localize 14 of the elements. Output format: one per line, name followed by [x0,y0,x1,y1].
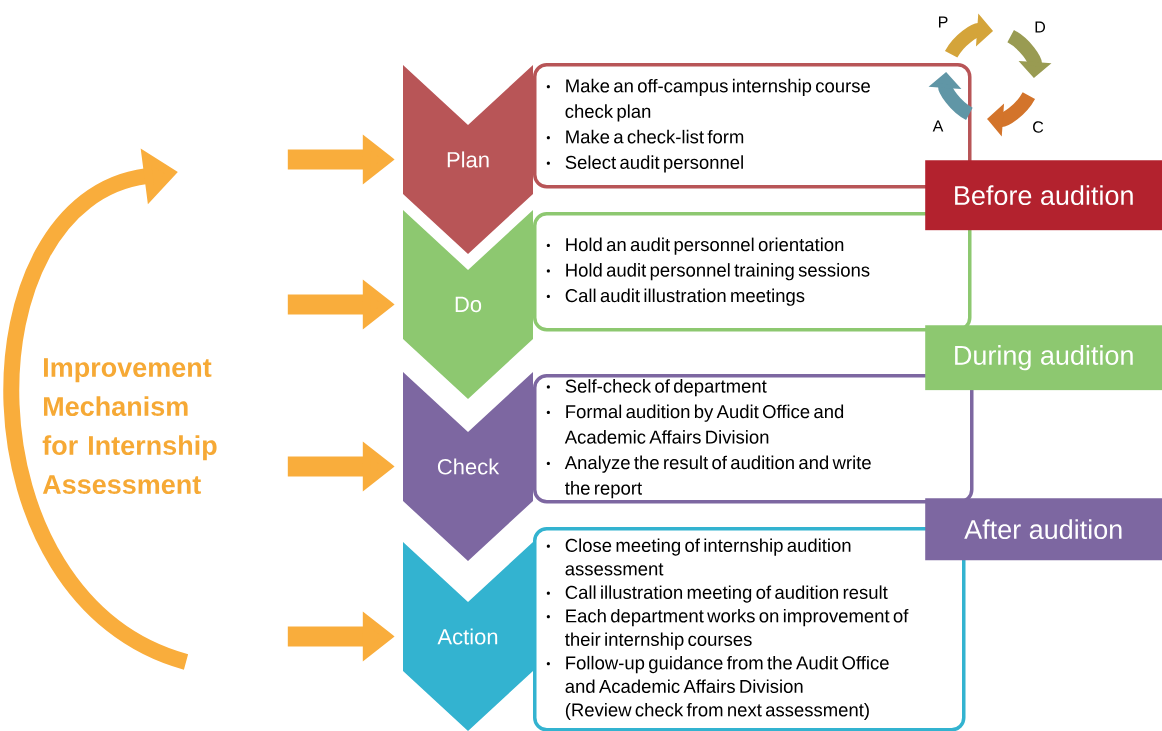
node-label: Action [437,628,498,645]
cycle-letter: P [939,16,948,28]
heading: Improvement Mechanism for Internship Assessment [42,358,217,495]
stage-banner: Before audition [925,160,1162,231]
text-box: Self-check of department Formal audition by Audit Office and Academic Affairs Division Analyze the result of audition and write the report [533,374,974,504]
text-box: Hold an audit personnel orientation Hold audit personnel training sessions Call audit illustration meetings [533,212,972,332]
cycle-letter: D [1035,21,1045,33]
cycle-letter: A [932,120,944,132]
node-label: Plan [447,151,489,168]
node-label: Do [455,296,482,313]
node-label: Check [437,458,500,475]
stage-banner: During audition [925,325,1162,391]
stage-banner: After audition [925,498,1162,561]
cycle-letter: C [1033,121,1044,133]
